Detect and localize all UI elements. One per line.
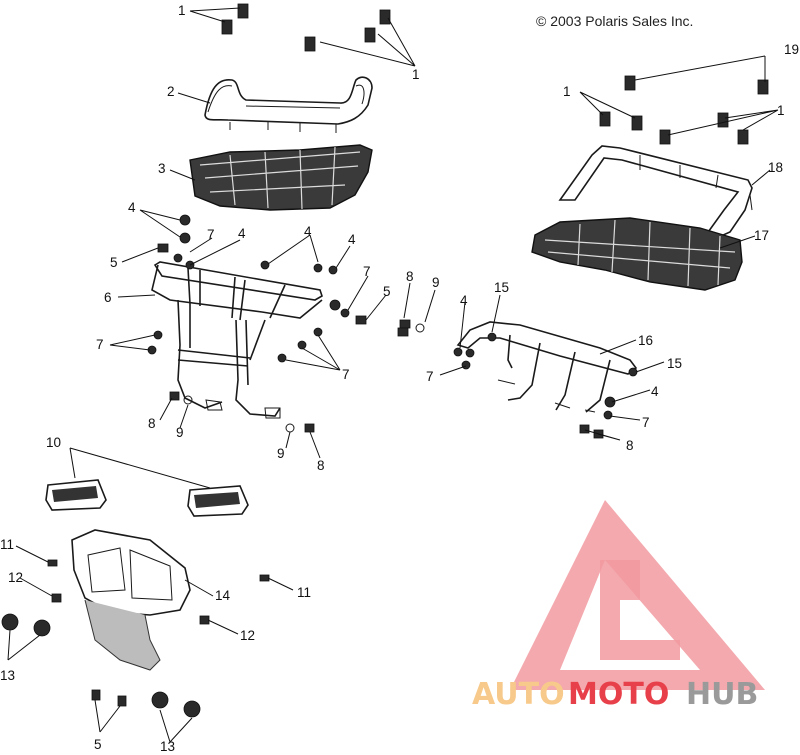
callout-7: 7 bbox=[96, 337, 104, 352]
callout-14: 14 bbox=[215, 588, 231, 603]
callout-7: 7 bbox=[363, 264, 371, 279]
callout-2: 2 bbox=[167, 84, 175, 99]
callout-7: 7 bbox=[642, 415, 650, 430]
headlight-left bbox=[45, 479, 107, 511]
callout-16: 16 bbox=[638, 333, 653, 348]
callout-1: 1 bbox=[777, 103, 785, 118]
callout-8: 8 bbox=[626, 438, 634, 453]
watermark-hub: HUB bbox=[686, 677, 758, 712]
callout-11: 11 bbox=[0, 537, 14, 552]
callout-8: 8 bbox=[148, 416, 156, 431]
callout-4: 4 bbox=[460, 293, 468, 308]
callout-4: 4 bbox=[651, 384, 659, 399]
watermark-moto: MOTO bbox=[568, 677, 669, 712]
front-rack-rail bbox=[204, 76, 373, 133]
callout-15: 15 bbox=[667, 356, 682, 371]
callout-7: 7 bbox=[426, 369, 434, 384]
callout-4: 4 bbox=[348, 232, 356, 247]
callout-5: 5 bbox=[94, 737, 102, 752]
callout-9: 9 bbox=[176, 425, 184, 440]
callout-13: 13 bbox=[0, 668, 15, 683]
headlight-right bbox=[187, 485, 249, 517]
leader-lines bbox=[7, 7, 779, 743]
front-rack-panel bbox=[189, 144, 373, 211]
callout-1: 1 bbox=[178, 3, 186, 18]
callout-5: 5 bbox=[110, 255, 118, 270]
callout-7: 7 bbox=[207, 227, 215, 242]
callout-4: 4 bbox=[238, 226, 246, 241]
rear-rack-panel bbox=[531, 217, 743, 291]
callout-7: 7 bbox=[342, 367, 350, 382]
callout-4: 4 bbox=[304, 224, 312, 239]
callout-15: 15 bbox=[494, 280, 509, 295]
callout-12: 12 bbox=[8, 570, 23, 585]
callout-labels: 1 1 1 1 2 3 4 4 4 4 4 4 5 5 5 6 7 7 7 7 … bbox=[0, 3, 799, 754]
callout-18: 18 bbox=[768, 160, 783, 175]
callout-10: 10 bbox=[46, 435, 61, 450]
front-rack-frame bbox=[151, 261, 323, 419]
front-fascia bbox=[71, 529, 191, 671]
watermark-logo: AUTO MOTO HUB bbox=[472, 500, 765, 712]
callout-12: 12 bbox=[240, 628, 255, 643]
callout-6: 6 bbox=[104, 290, 112, 305]
knob-parts bbox=[1, 613, 201, 718]
callout-3: 3 bbox=[158, 161, 166, 176]
callout-9: 9 bbox=[277, 446, 285, 461]
copyright-text: © 2003 Polaris Sales Inc. bbox=[536, 13, 694, 29]
watermark-auto: AUTO bbox=[472, 677, 565, 712]
callout-5: 5 bbox=[383, 284, 391, 299]
callout-13: 13 bbox=[160, 739, 175, 754]
callout-11: 11 bbox=[297, 585, 311, 600]
callout-8: 8 bbox=[317, 458, 325, 473]
callout-1: 1 bbox=[563, 84, 571, 99]
callout-8: 8 bbox=[406, 269, 414, 284]
callout-1: 1 bbox=[412, 67, 420, 82]
callout-19: 19 bbox=[784, 42, 799, 57]
rear-rack-frame bbox=[456, 321, 638, 413]
callout-9: 9 bbox=[432, 275, 440, 290]
callout-4: 4 bbox=[128, 200, 136, 215]
callout-17: 17 bbox=[754, 228, 769, 243]
